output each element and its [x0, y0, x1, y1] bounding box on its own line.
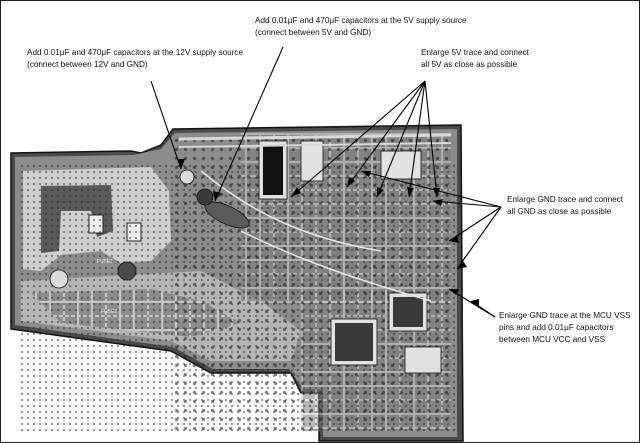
annotation-12v-supply: Add 0.01μF and 470μF capacitors at the 1… — [27, 47, 243, 71]
annotation-mcu-vss-line1: Enlarge GND trace at the MCU VSS — [499, 311, 631, 320]
annotation-5v-supply-line1: Add 0.01μF and 470μF capacitors at the 5… — [255, 16, 467, 25]
annotation-enlarge-gnd-line2: all GND as close as possible — [507, 207, 612, 216]
leader-5v-supply — [214, 46, 284, 202]
annotation-mcu-vss-line3: between MCU VCC and VSS — [499, 335, 606, 344]
leader-12v — [150, 80, 182, 170]
annotation-enlarge-gnd-line1: Enlarge GND trace and connect — [507, 195, 624, 204]
fuse1-label: FUSE1 — [97, 259, 113, 265]
annotation-mcu-vss: Enlarge GND trace at the MCU VSS pins an… — [499, 310, 631, 346]
fuse2-label: FUSE2 — [101, 309, 117, 315]
annotation-enlarge-5v-line2: all 5V as close as possible — [421, 60, 518, 69]
annotation-12v-line1: Add 0.01μF and 470μF capacitors at the 1… — [27, 48, 244, 57]
annotation-5v-supply: Add 0.01μF and 470μF capacitors at the 5… — [255, 15, 467, 39]
annotation-enlarge-gnd: Enlarge GND trace and connect all GND as… — [507, 194, 623, 218]
annotation-enlarge-5v: Enlarge 5V trace and connect all 5V as c… — [421, 47, 529, 71]
annotation-5v-supply-line2: (connect between 5V and GND) — [255, 28, 372, 37]
annotation-mcu-vss-line2: pins and add 0.01μF capacitors — [499, 323, 614, 332]
annotation-enlarge-5v-line1: Enlarge 5V trace and connect — [421, 48, 529, 57]
leader-enlarge-gnd — [360, 170, 502, 270]
annotation-12v-line2: (connect between 12V and GND) — [27, 60, 148, 69]
